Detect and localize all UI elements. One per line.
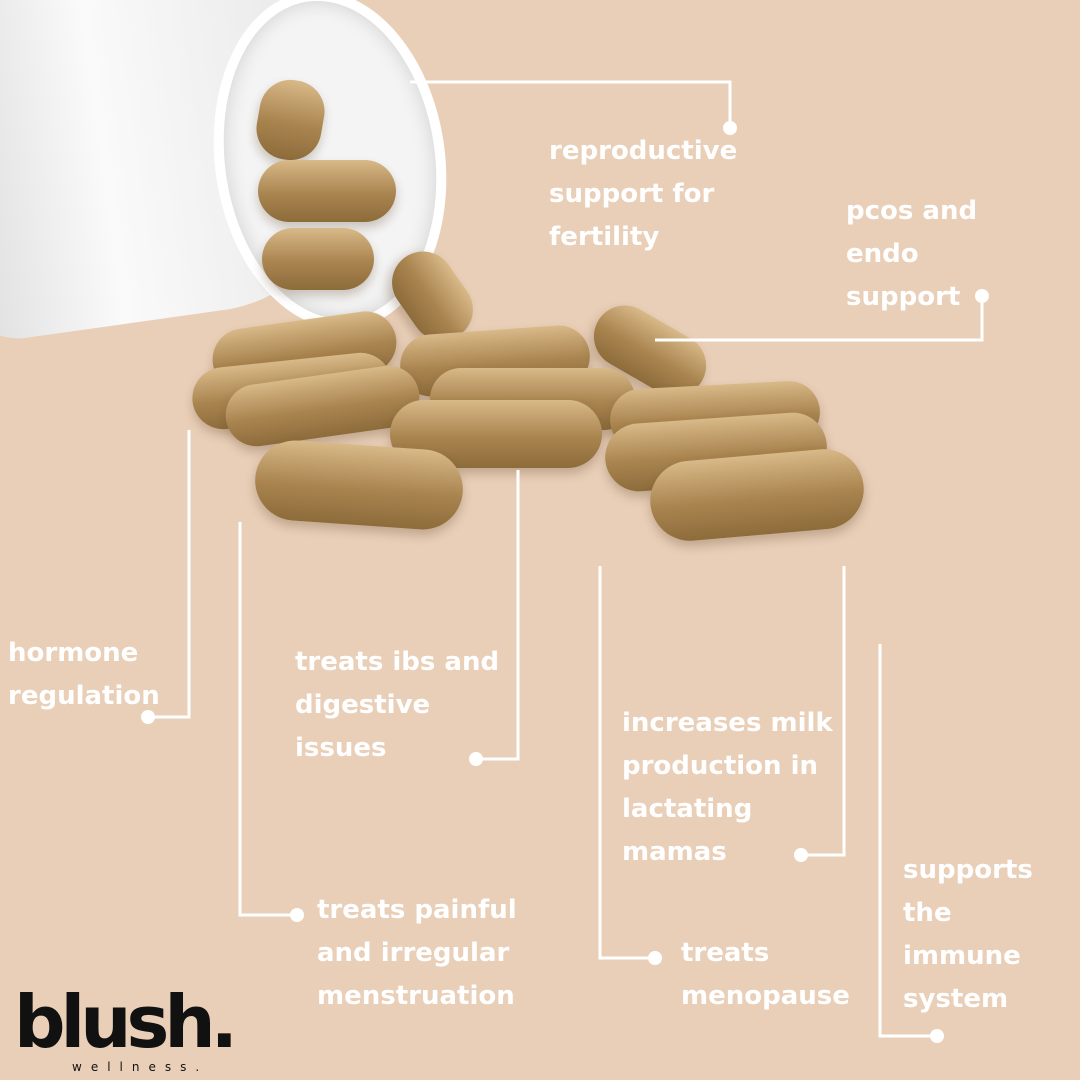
label-ibs: treats ibs and digestive issues [295, 647, 500, 763]
connector-menstruation [238, 522, 297, 917]
connector-hormone [148, 430, 191, 719]
connector-pcos [655, 296, 984, 342]
label-fertility: reproductive support for fertility [549, 136, 738, 252]
dot [975, 289, 989, 303]
dot [290, 908, 304, 922]
dot [930, 1029, 944, 1043]
brand-logo: blush. wellness. [14, 980, 238, 1074]
dot [723, 121, 737, 135]
logo-wordmark: blush. [14, 980, 238, 1064]
label-immune: supports the immune system [903, 855, 1033, 1014]
label-milk: increases milk production in lactating m… [622, 708, 833, 867]
dot [648, 951, 662, 965]
label-pcos: pcos and endo support [846, 196, 978, 312]
connector-immune [878, 644, 937, 1038]
dot [794, 848, 808, 862]
capsule [262, 228, 374, 290]
capsule [258, 160, 396, 222]
dot [141, 710, 155, 724]
dot [469, 752, 483, 766]
connector-menopause [598, 566, 655, 960]
label-hormone: hormone regulation [8, 638, 160, 711]
label-menstruation: treats painful and irregular menstruatio… [317, 895, 517, 1011]
connector-ibs [476, 470, 520, 761]
connector-fertility [410, 80, 732, 128]
label-menopause: treats menopause [681, 938, 850, 1011]
logo-tagline: wellness. [72, 1060, 209, 1074]
connector-milk [801, 566, 846, 857]
